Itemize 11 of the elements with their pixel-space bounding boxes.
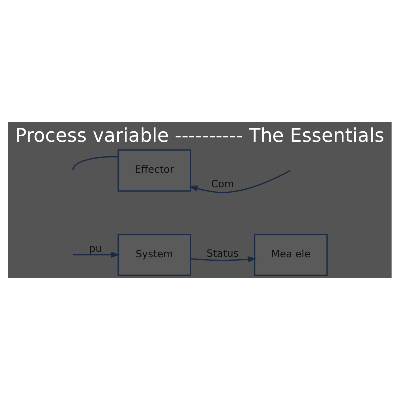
arrow — [73, 252, 120, 258]
node-box: Mea ele — [254, 234, 328, 276]
node-box: System — [118, 234, 192, 276]
diagram-title: Process variable ---------- The Essentials — [15, 125, 385, 148]
edge-label: Status — [206, 248, 239, 260]
edge-label: Com — [211, 180, 234, 191]
node-box: Effector — [118, 150, 192, 192]
connector — [72, 156, 118, 171]
edge-label: pu — [89, 244, 102, 255]
arrow — [189, 170, 291, 194]
arrow — [190, 256, 257, 263]
